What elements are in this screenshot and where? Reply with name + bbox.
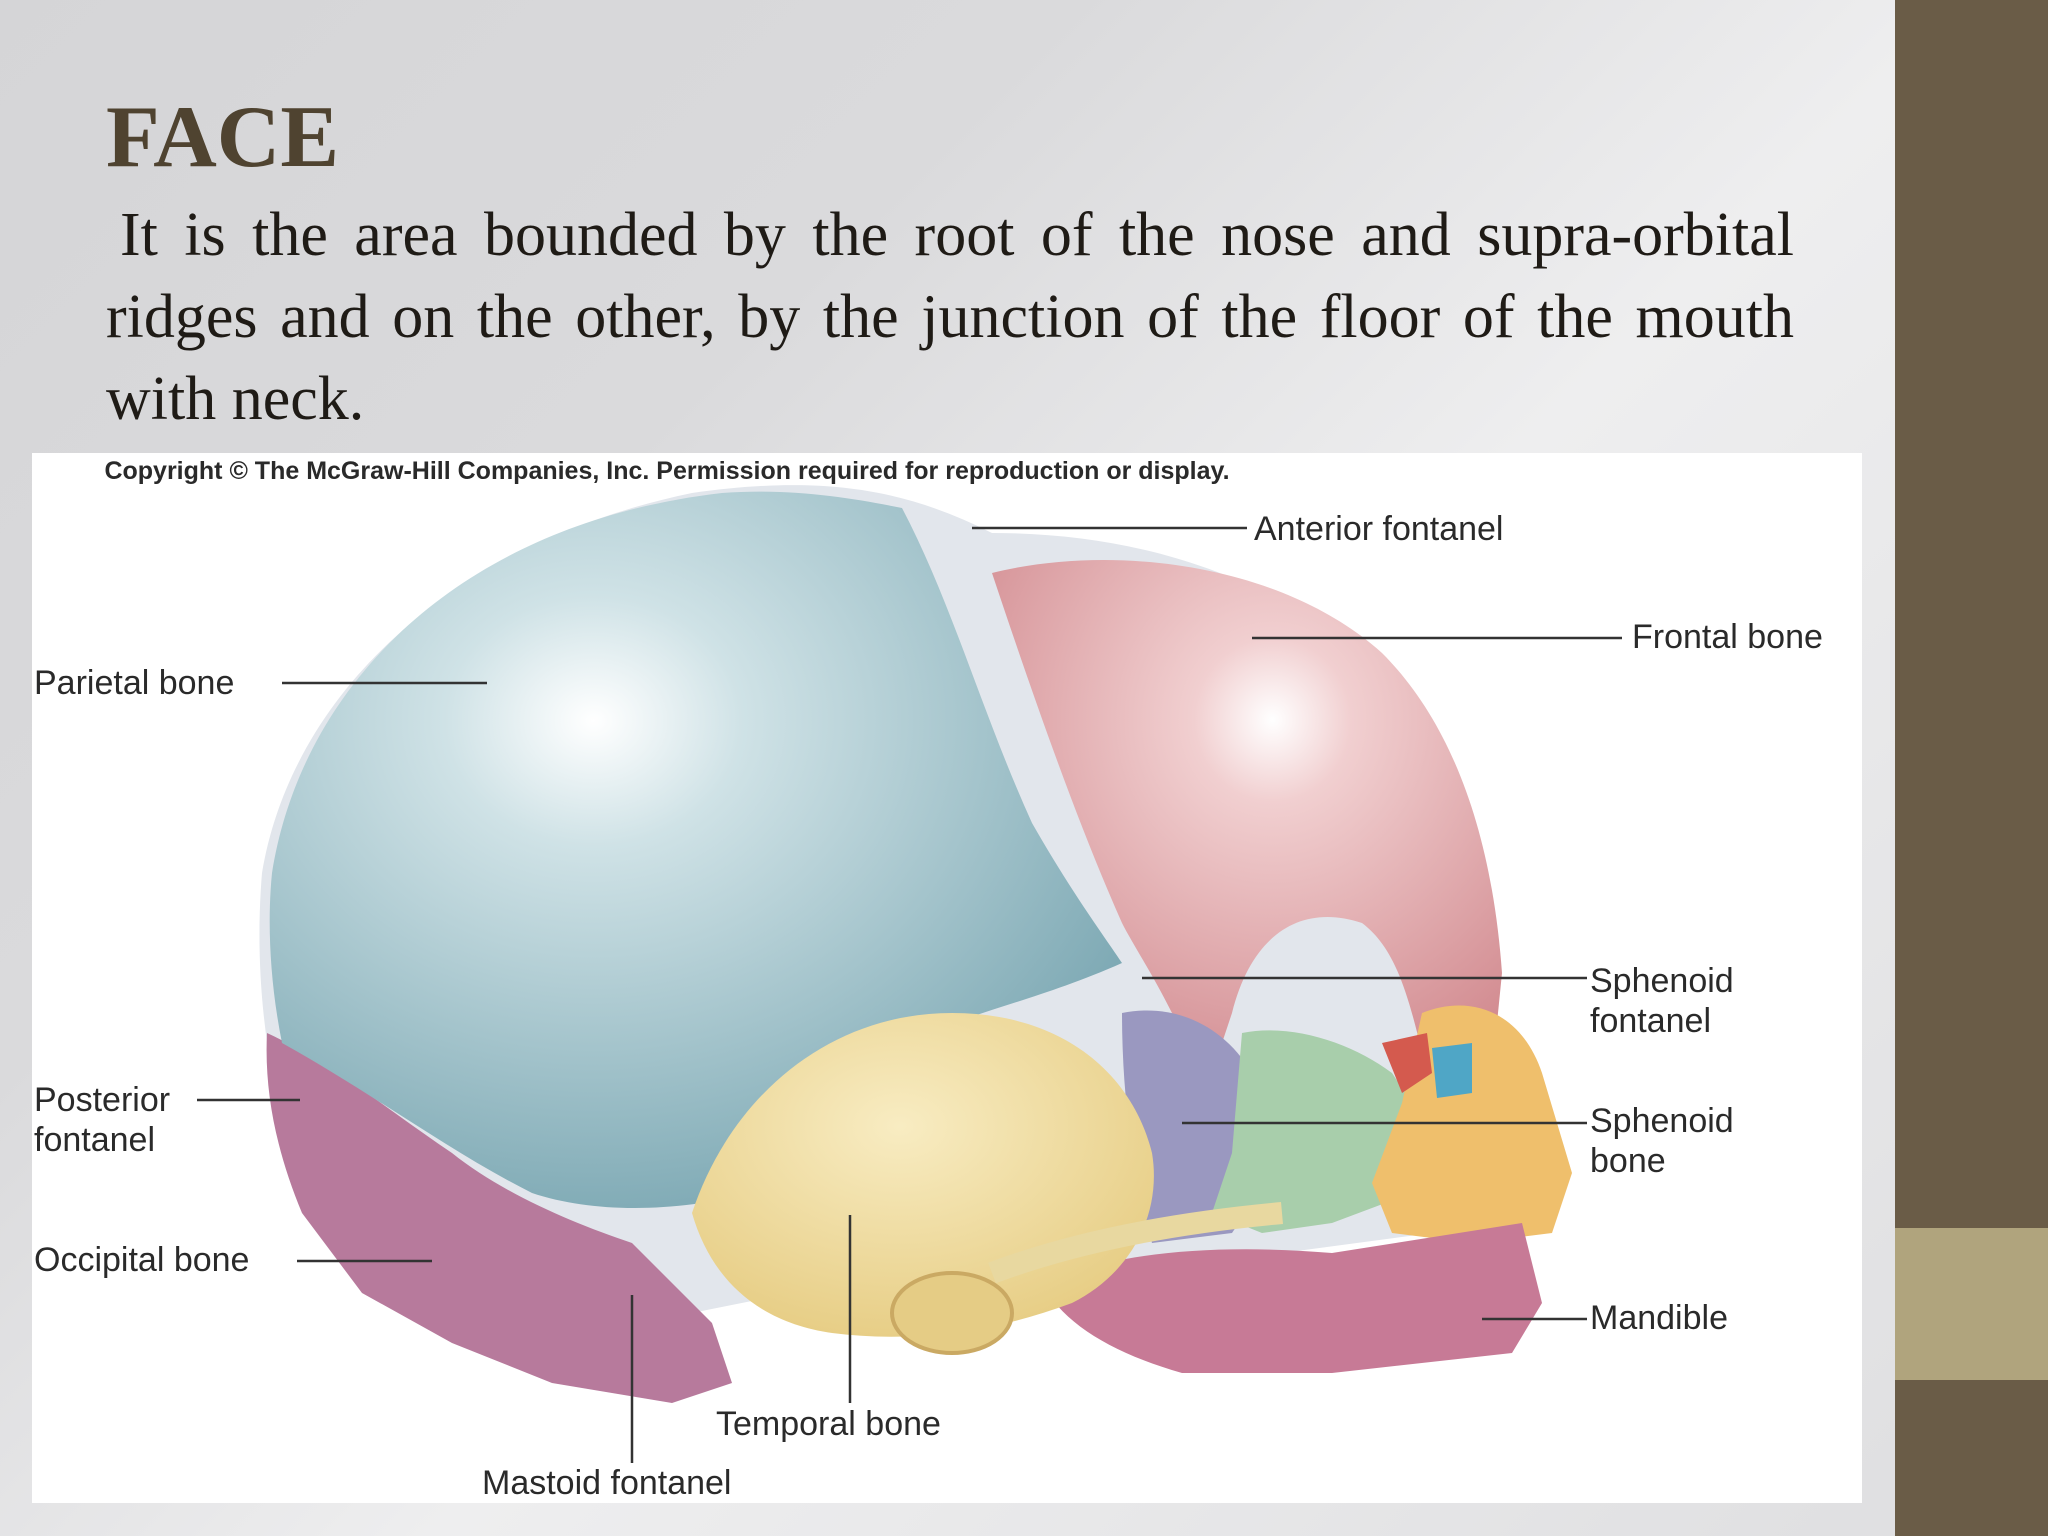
label-anterior-fontanel: Anterior fontanel [1254,510,1504,548]
label-sphenoid-bone-line2: bone [1590,1142,1666,1180]
label-temporal-bone: Temporal bone [716,1405,941,1443]
label-posterior-fontanel-line1: Posterior [34,1081,171,1119]
label-sphenoid-fontanel-line2: fontanel [1590,1002,1711,1040]
slide-title: FACE [106,89,340,186]
sidebar-accent-block [1895,1228,2048,1380]
zygomatic-arch [988,1202,1283,1284]
label-sphenoid-bone-line1: Sphenoid [1590,1102,1734,1140]
skull-illustration [197,485,1622,1463]
label-frontal-bone: Frontal bone [1632,618,1823,656]
copyright-notice: Copyright © The McGraw-Hill Companies, I… [104,457,1230,485]
label-occipital-bone: Occipital bone [34,1241,250,1279]
label-posterior-fontanel-line2: fontanel [34,1121,155,1159]
frontal-bone [992,559,1502,1093]
label-mastoid-fontanel: Mastoid fontanel [482,1464,732,1502]
orbit-red [1382,1033,1432,1093]
orbit-blue [1432,1043,1472,1098]
label-mandible: Mandible [1590,1299,1728,1337]
ear-canal [890,1271,1014,1355]
slide-body-text: It is the area bounded by the root of th… [106,201,1794,433]
label-parietal-bone: Parietal bone [34,664,235,702]
skull-figure: Copyright © The McGraw-Hill Companies, I… [32,453,1862,1503]
occipital-bone [266,1033,732,1403]
label-sphenoid-fontanel-line1: Sphenoid [1590,962,1734,1000]
mandible-bone [1042,1223,1542,1373]
